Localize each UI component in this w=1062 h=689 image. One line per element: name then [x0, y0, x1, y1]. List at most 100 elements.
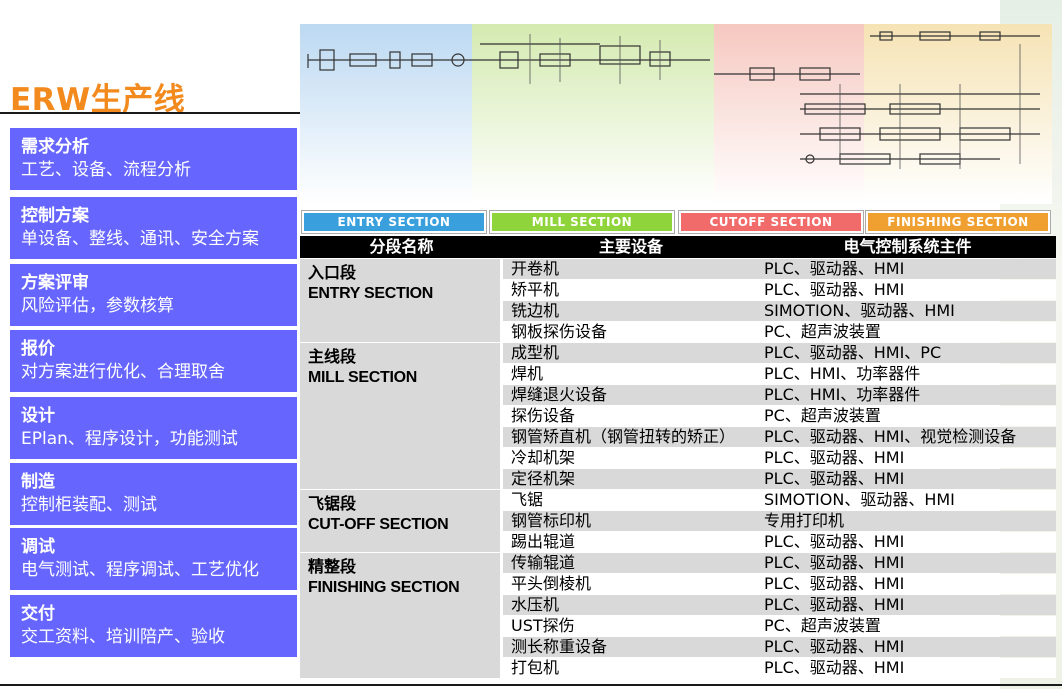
control-system-cell: PC、超声波装置	[759, 322, 1056, 342]
equipment-cell: 平头倒棱机	[503, 574, 759, 594]
section-name-en: MILL SECTION	[308, 369, 417, 386]
control-system-cell: PLC、驱动器、HMI	[759, 469, 1056, 489]
process-step: 方案评审风险评估，参数核算	[10, 264, 297, 326]
equipment-cell: 打包机	[503, 658, 759, 678]
equipment-cell: 探伤设备	[503, 406, 759, 426]
section-name-en: ENTRY SECTION	[308, 285, 434, 302]
equipment-cell: 开卷机	[503, 259, 759, 279]
section-name-cn: 主线段	[308, 347, 357, 366]
equipment-cell: 钢板探伤设备	[503, 322, 759, 342]
step-detail: 风险评估，参数核算	[21, 296, 174, 316]
step-heading: 报价	[21, 339, 55, 359]
section-label: CUTOFF SECTION	[679, 211, 863, 233]
step-detail: 单设备、整线、通讯、安全方案	[21, 229, 259, 249]
section-group: 入口段 ENTRY SECTION	[300, 259, 500, 342]
equipment-cell: 测长称重设备	[503, 637, 759, 657]
equipment-cell: 踢出辊道	[503, 532, 759, 552]
section-name-cn: 入口段	[308, 263, 357, 282]
control-system-cell: PLC、驱动器、HMI	[759, 532, 1056, 552]
step-detail: 对方案进行优化、合理取舍	[21, 362, 225, 382]
step-detail: 控制柜装配、测试	[21, 495, 157, 515]
control-system-cell: PLC、驱动器、HMI、PC	[759, 343, 1056, 363]
equipment-cell: 钢管矫直机（钢管扭转的矫正）	[503, 427, 759, 447]
section-group: 精整段 FINISHING SECTION	[300, 553, 500, 678]
process-step: 设计 EPlan、程序设计，功能测试	[10, 397, 297, 459]
control-system-cell: PLC、驱动器、HMI	[759, 574, 1056, 594]
process-step: 报价对方案进行优化、合理取舍	[10, 330, 297, 392]
step-heading: 控制方案	[21, 206, 89, 226]
equipment-cell: 冷却机架	[503, 448, 759, 468]
equipment-cell: UST探伤	[503, 616, 759, 636]
control-system-cell: PLC、驱动器、HMI	[759, 553, 1056, 573]
step-heading: 方案评审	[21, 273, 89, 293]
header-main-equipment: 主要设备	[598, 237, 663, 256]
section-name-en: FINISHING SECTION	[308, 579, 460, 596]
section-group: 飞锯段 CUT-OFF SECTION	[300, 490, 500, 552]
header-control-system: 电气控制系统主件	[843, 237, 972, 256]
footer-divider	[0, 684, 1062, 686]
control-system-cell: PLC、驱动器、HMI	[759, 280, 1056, 300]
section-name-cn: 飞锯段	[308, 494, 357, 513]
control-system-cell: PLC、驱动器、HMI	[759, 658, 1056, 678]
equipment-cell: 成型机	[503, 343, 759, 363]
header-section-name: 分段名称	[369, 237, 434, 256]
section-label: MILL SECTION	[490, 211, 674, 233]
table-row: 钢管标印机专用打印机	[503, 511, 1056, 532]
step-heading: 调试	[21, 537, 55, 557]
step-heading: 制造	[21, 472, 55, 492]
table-row: 钢管矫直机（钢管扭转的矫正）PLC、驱动器、HMI、视觉检测设备	[503, 427, 1056, 448]
step-heading: 设计	[21, 406, 55, 426]
process-step: 交付交工资料、培训陪产、验收	[10, 595, 297, 657]
equipment-cell: 矫平机	[503, 280, 759, 300]
step-detail: 交工资料、培训陪产、验收	[21, 627, 225, 647]
control-system-cell: PLC、HMI、功率器件	[759, 385, 1056, 405]
step-heading: 交付	[21, 604, 55, 624]
title-divider	[0, 112, 300, 114]
control-system-cell: PLC、驱动器、HMI、视觉检测设备	[759, 427, 1056, 447]
equipment-cell: 传输辊道	[503, 553, 759, 573]
control-system-cell: PLC、驱动器、HMI	[759, 637, 1056, 657]
step-detail: EPlan、程序设计，功能测试	[21, 429, 238, 449]
step-heading: 需求分析	[21, 137, 89, 157]
control-system-cell: PLC、驱动器、HMI	[759, 448, 1056, 468]
control-system-cell: SIMOTION、驱动器、HMI	[759, 301, 1056, 321]
equipment-cell: 水压机	[503, 595, 759, 615]
process-step: 调试电气测试、程序调试、工艺优化	[10, 528, 297, 590]
step-detail: 工艺、设备、流程分析	[21, 160, 191, 180]
section-group: 主线段 MILL SECTION	[300, 343, 500, 489]
control-system-cell: PLC、驱动器、HMI	[759, 259, 1056, 279]
control-system-cell: 专用打印机	[759, 511, 1056, 531]
control-system-cell: PC、超声波装置	[759, 406, 1056, 426]
equipment-cell: 飞锯	[503, 490, 759, 510]
control-system-cell: PLC、驱动器、HMI	[759, 595, 1056, 615]
section-name-cn: 精整段	[308, 557, 357, 576]
process-step: 控制方案单设备、整线、通讯、安全方案	[10, 197, 297, 259]
section-label: ENTRY SECTION	[302, 211, 486, 233]
step-detail: 电气测试、程序调试、工艺优化	[21, 560, 259, 580]
control-system-cell: SIMOTION、驱动器、HMI	[759, 490, 1056, 510]
equipment-cell: 焊缝退火设备	[503, 385, 759, 405]
control-system-cell: PC、超声波装置	[759, 616, 1056, 636]
section-name-en: CUT-OFF SECTION	[308, 516, 449, 533]
table-header: 分段名称 主要设备 电气控制系统主件	[300, 236, 1056, 258]
production-line-diagram	[300, 24, 1052, 204]
equipment-cell: 铣边机	[503, 301, 759, 321]
equipment-cell: 定径机架	[503, 469, 759, 489]
